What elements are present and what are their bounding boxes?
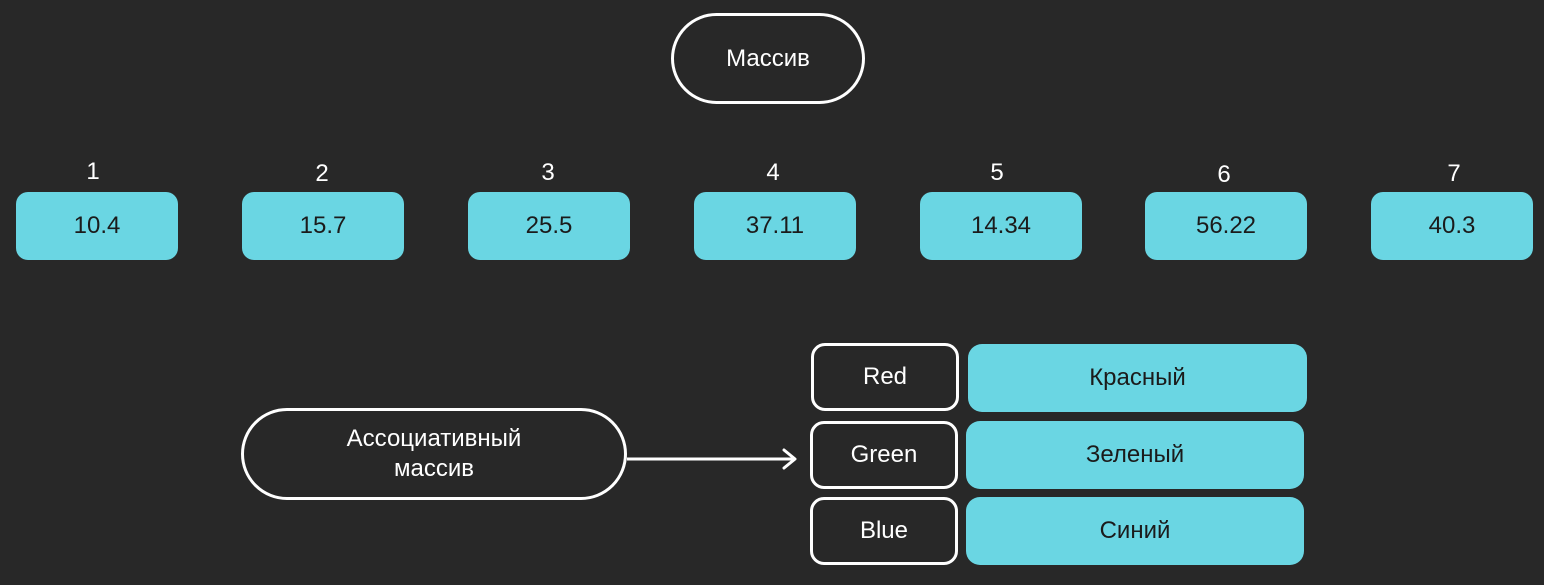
array-value-box: 25.5: [468, 192, 630, 260]
array-index-label: 5: [990, 159, 1004, 186]
assoc-key-box: Red: [811, 343, 959, 411]
array-value-box: 15.7: [242, 192, 404, 260]
array-index-label: 6: [1217, 161, 1231, 188]
array-value-box: 14.34: [920, 192, 1082, 260]
array-index-label: 1: [86, 158, 100, 185]
assoc-title-line1: Ассоциативный: [346, 425, 522, 452]
array-index-label: 3: [541, 159, 555, 186]
assoc-value-box: Зеленый: [966, 421, 1304, 489]
assoc-value-box: Красный: [968, 344, 1307, 412]
array-value-box: 56.22: [1145, 192, 1307, 260]
array-value-box: 10.4: [16, 192, 178, 260]
array-title: Массив: [726, 44, 810, 72]
array-index-label: 2: [315, 160, 329, 187]
assoc-title-pill: Ассоциативный массив: [241, 408, 627, 500]
array-index-label: 7: [1447, 160, 1461, 187]
array-value-box: 40.3: [1371, 192, 1533, 260]
assoc-value-box: Синий: [966, 497, 1304, 565]
array-index-label: 4: [766, 159, 780, 186]
array-title-pill: Массив: [671, 13, 865, 104]
assoc-key-box: Green: [810, 421, 958, 489]
array-value-box: 37.11: [694, 192, 856, 260]
assoc-title-line2: массив: [393, 455, 474, 482]
assoc-key-box: Blue: [810, 497, 958, 565]
